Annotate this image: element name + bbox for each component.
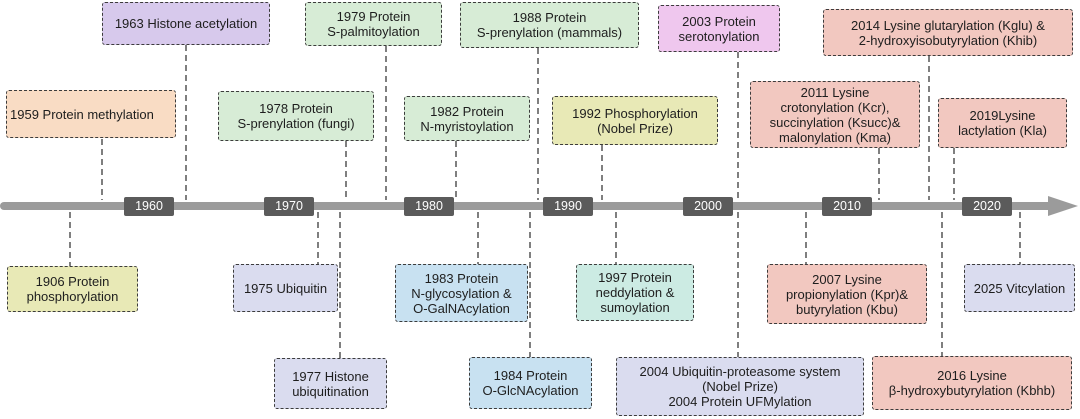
event-1977-histone-ubiquitination: 1977 Histone ubiquitination (274, 358, 387, 409)
timeline-arrowhead (1048, 196, 1078, 216)
event-2011-lysine-acylations: 2011 Lysine crotonylation (Kcr), succiny… (750, 81, 920, 148)
event-2025-vitcylation: 2025 Vitcylation (964, 264, 1075, 312)
decade-tick-1960: 1960 (124, 197, 174, 216)
event-1906-phosphorylation: 1906 Protein phosphorylation (7, 266, 138, 312)
decade-tick-2000: 2000 (683, 197, 733, 216)
decade-tick-1990: 1990 (543, 197, 593, 216)
decade-tick-1970: 1970 (264, 197, 314, 216)
event-2016-kbhb: 2016 Lysine β-hydroxybutyrylation (Kbhb) (872, 356, 1072, 410)
event-1982-n-myristoylation: 1982 Protein N-myristoylation (404, 96, 530, 141)
event-2004-ups-ufmylation: 2004 Ubiquitin-proteasome system (Nobel … (616, 357, 864, 416)
event-2014-kglu-khib: 2014 Lysine glutarylation (Kglu) & 2-hyd… (823, 9, 1073, 56)
event-1983-glycosylation: 1983 Protein N-glycosylation & O-GalNAcy… (395, 264, 528, 322)
event-1975-ubiquitin: 1975 Ubiquitin (233, 264, 338, 312)
decade-tick-1980: 1980 (404, 197, 454, 216)
event-1992-phosphorylation-nobel: 1992 Phosphorylation (Nobel Prize) (552, 96, 718, 145)
event-1997-neddylation-sumoylation: 1997 Protein neddylation & sumoylation (576, 264, 694, 321)
decade-tick-2010: 2010 (822, 197, 872, 216)
event-2007-kpr-kbu: 2007 Lysine propionylation (Kpr)& butyry… (767, 264, 927, 324)
event-1979-s-palmitoylation: 1979 Protein S-palmitoylation (305, 2, 442, 46)
event-1984-o-glcnacylation: 1984 Protein O-GlcNAcylation (469, 357, 592, 409)
decade-tick-2020: 2020 (962, 197, 1012, 216)
event-1988-s-prenylation-mammals: 1988 Protein S-prenylation (mammals) (460, 2, 639, 48)
event-1963-histone-acetylation: 1963 Histone acetylation (102, 2, 270, 45)
event-2019-lactylation: 2019Lysine lactylation (Kla) (938, 98, 1067, 148)
event-1978-s-prenylation-fungi: 1978 Protein S-prenylation (fungi) (218, 91, 374, 141)
event-2003-serotonylation: 2003 Protein serotonylation (658, 5, 780, 52)
event-1959-protein-methylation: 1959 Protein methylation (6, 90, 176, 138)
